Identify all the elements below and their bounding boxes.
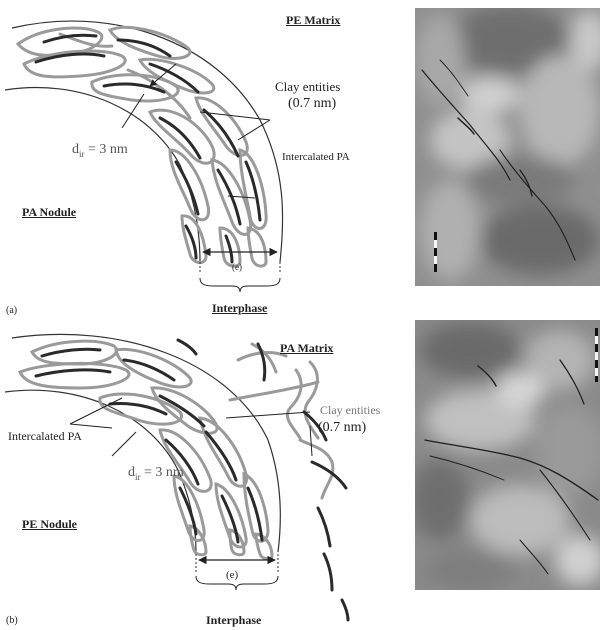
panel-a-thickness-symbol: (e) xyxy=(232,263,242,272)
panel-b-nodule-label: PE Nodule xyxy=(22,518,77,530)
panel-a-letter: (a) xyxy=(6,306,17,316)
panel-a-schematic xyxy=(5,21,283,292)
panel-a-interphase-brace xyxy=(200,278,280,292)
panel-b-interphase-label: Interphase xyxy=(206,614,261,626)
panel-a-clay-label-line2: (0.7 nm) xyxy=(288,97,336,111)
panel-b-scale-bar xyxy=(595,328,598,382)
panel-a-matrix-label: PE Matrix xyxy=(286,14,340,26)
panel-b-dir-symbol: d xyxy=(128,465,135,480)
panel-a-dir-symbol: d xyxy=(72,142,79,157)
panel-a-leader-lines xyxy=(122,64,270,198)
panel-a-micrograph xyxy=(415,5,607,286)
panel-b-matrix-label: PA Matrix xyxy=(280,342,333,354)
panel-b-micrograph xyxy=(410,320,605,590)
panel-b-clay-label-line2: (0.7 nm) xyxy=(318,421,366,435)
panel-b-dir-value: = 3 nm xyxy=(141,465,184,480)
panel-a-dir-value: = 3 nm xyxy=(85,142,128,157)
panel-a-inner-boundary xyxy=(5,87,200,262)
panel-a-clay-label-line1: Clay entities xyxy=(275,80,340,93)
panel-a-interphase-label: Interphase xyxy=(212,302,267,314)
panel-a-scale-bar xyxy=(434,232,437,272)
panel-a-dir-label: dir = 3 nm xyxy=(72,143,128,159)
panel-b-intercalated-label: Intercalated PA xyxy=(8,430,82,442)
panel-a-nodule-label: PA Nodule xyxy=(22,206,76,218)
panel-b-letter: (b) xyxy=(6,616,18,626)
panel-a-polymer-loops xyxy=(18,27,266,266)
panel-b-clay-label-line1: Clay entities xyxy=(320,404,380,416)
panel-b-dir-label: dir = 3 nm xyxy=(128,466,184,482)
panel-a-intercalated-label: Intercalated PA xyxy=(282,152,350,163)
panel-b-thickness-symbol: (e) xyxy=(226,570,238,581)
